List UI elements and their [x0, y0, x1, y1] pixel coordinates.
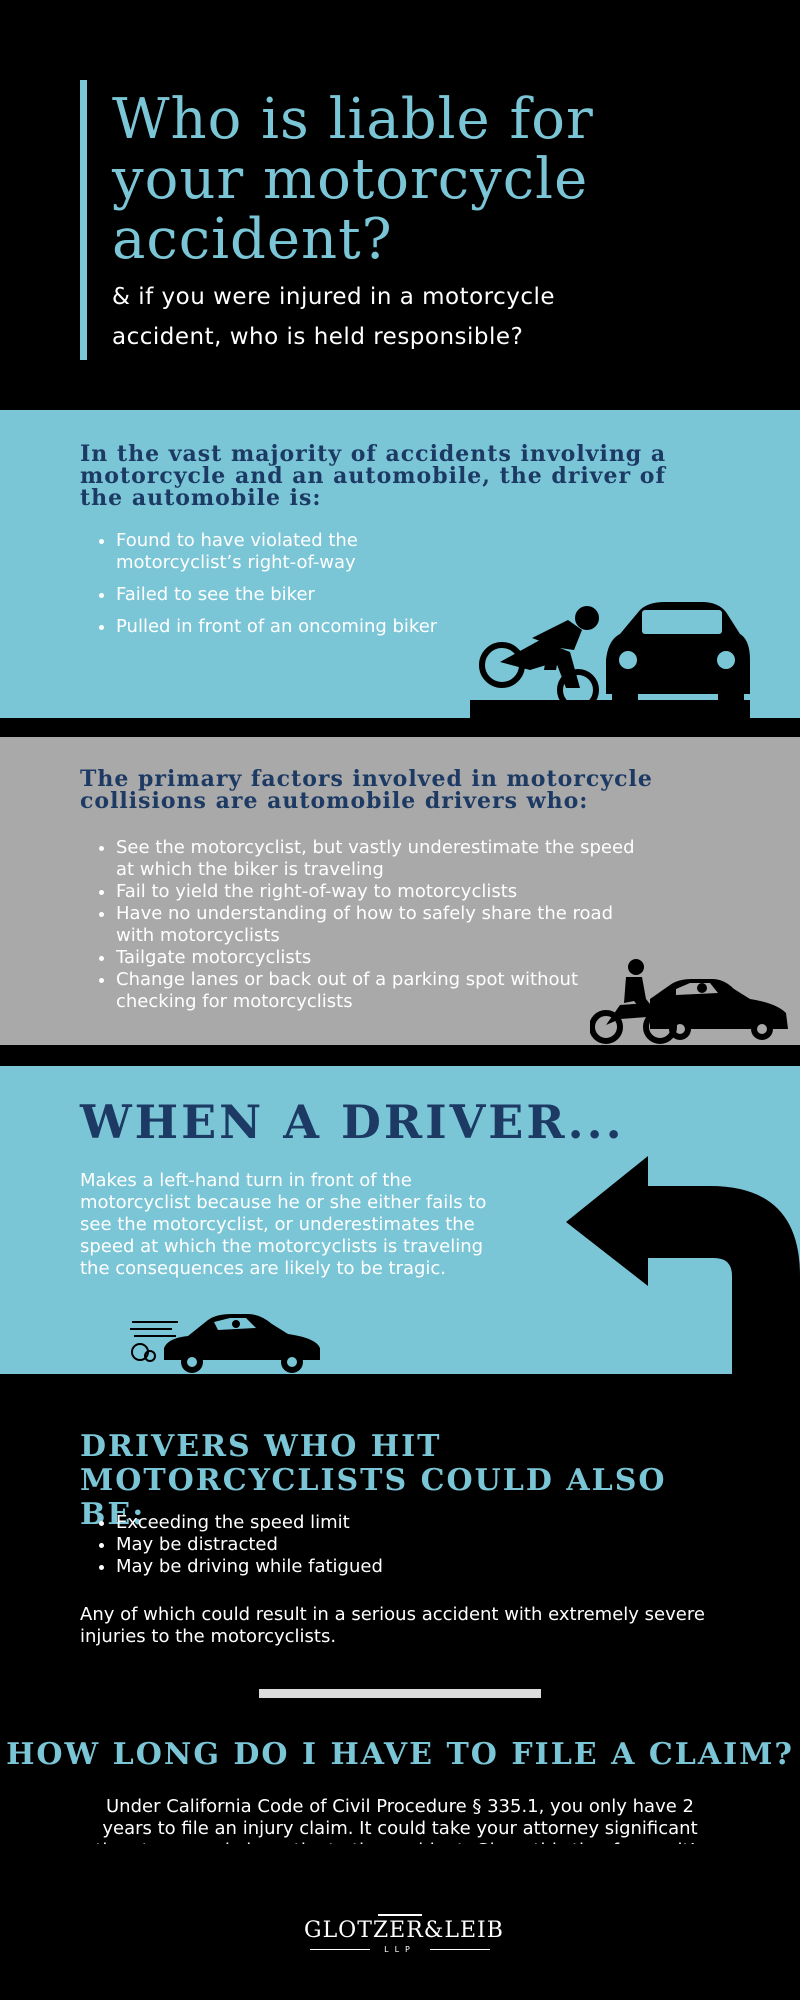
section-divider	[259, 1689, 541, 1698]
collision-factors-section: The primary factors involved in motorcyc…	[0, 737, 800, 1045]
when-a-driver-section: WHEN A DRIVER... Makes a left-hand turn …	[0, 1066, 800, 1374]
logo-wordmark: GLOTZER&LEIB	[304, 1918, 504, 1943]
driver-fault-section: In the vast majority of accidents involv…	[0, 410, 800, 718]
speeding-car-icon	[130, 1314, 320, 1373]
motorcycle-hit-by-car-icon	[470, 602, 750, 718]
list-item: See the motorcyclist, but vastly underes…	[116, 837, 636, 881]
collision-factors-heading: The primary factors involved in motorcyc…	[80, 766, 653, 814]
driver-fault-heading: In the vast majority of accidents involv…	[80, 441, 667, 511]
logo-right-rule	[430, 1949, 490, 1950]
logo-top-rule	[378, 1914, 422, 1916]
list-item: May be driving while fatigued	[116, 1556, 716, 1578]
page-subtitle: & if you were injured in a motorcycle ac…	[112, 284, 556, 350]
list-item: Have no understanding of how to safely s…	[116, 903, 636, 947]
list-item: Tailgate motorcyclists	[116, 947, 636, 969]
list-item: Found to have violated the motorcyclist’…	[116, 530, 466, 574]
collision-factors-list: See the motorcyclist, but vastly underes…	[80, 837, 636, 1013]
list-item: Failed to see the biker	[116, 584, 466, 606]
list-item: Change lanes or back out of a parking sp…	[116, 969, 636, 1013]
list-item: Fail to yield the right-of-way to motorc…	[116, 881, 636, 903]
page-title: Who is liable for your motorcycle accide…	[112, 87, 594, 272]
logo-subtext: LLP	[384, 1945, 416, 1954]
drivers-could-also-be-section: DRIVERS WHO HIT MOTORCYCLISTS COULD ALSO…	[0, 1374, 800, 1844]
glotzer-leib-logo: GLOTZER&LEIB LLP	[304, 1914, 504, 1958]
claim-deadline-text: Under California Code of Civil Procedure…	[95, 1796, 704, 1844]
driver-behaviors-list: Exceeding the speed limit May be distrac…	[80, 1512, 716, 1578]
claim-deadline-heading: HOW LONG DO I HAVE TO FILE A CLAIM?	[6, 1737, 794, 1772]
severe-accident-note: Any of which could result in a serious a…	[80, 1604, 705, 1647]
list-item: Pulled in front of an oncoming biker	[116, 616, 466, 638]
header-accent-bar	[80, 80, 87, 360]
driver-fault-list: Found to have violated the motorcyclist’…	[80, 530, 466, 648]
left-turn-description: Makes a left-hand turn in front of the m…	[80, 1170, 487, 1279]
header: Who is liable for your motorcycle accide…	[0, 0, 800, 410]
left-turn-arrow-icon	[566, 1156, 800, 1374]
footer: GLOTZER&LEIB LLP	[0, 1900, 800, 2000]
list-item: May be distracted	[116, 1534, 716, 1556]
list-item: Exceeding the speed limit	[116, 1512, 716, 1534]
when-a-driver-heading: WHEN A DRIVER...	[80, 1095, 625, 1149]
motorcycle-and-car-icon	[590, 959, 788, 1044]
drivers-could-also-be-heading: DRIVERS WHO HIT MOTORCYCLISTS COULD ALSO…	[80, 1429, 667, 1532]
logo-left-rule	[310, 1949, 370, 1950]
